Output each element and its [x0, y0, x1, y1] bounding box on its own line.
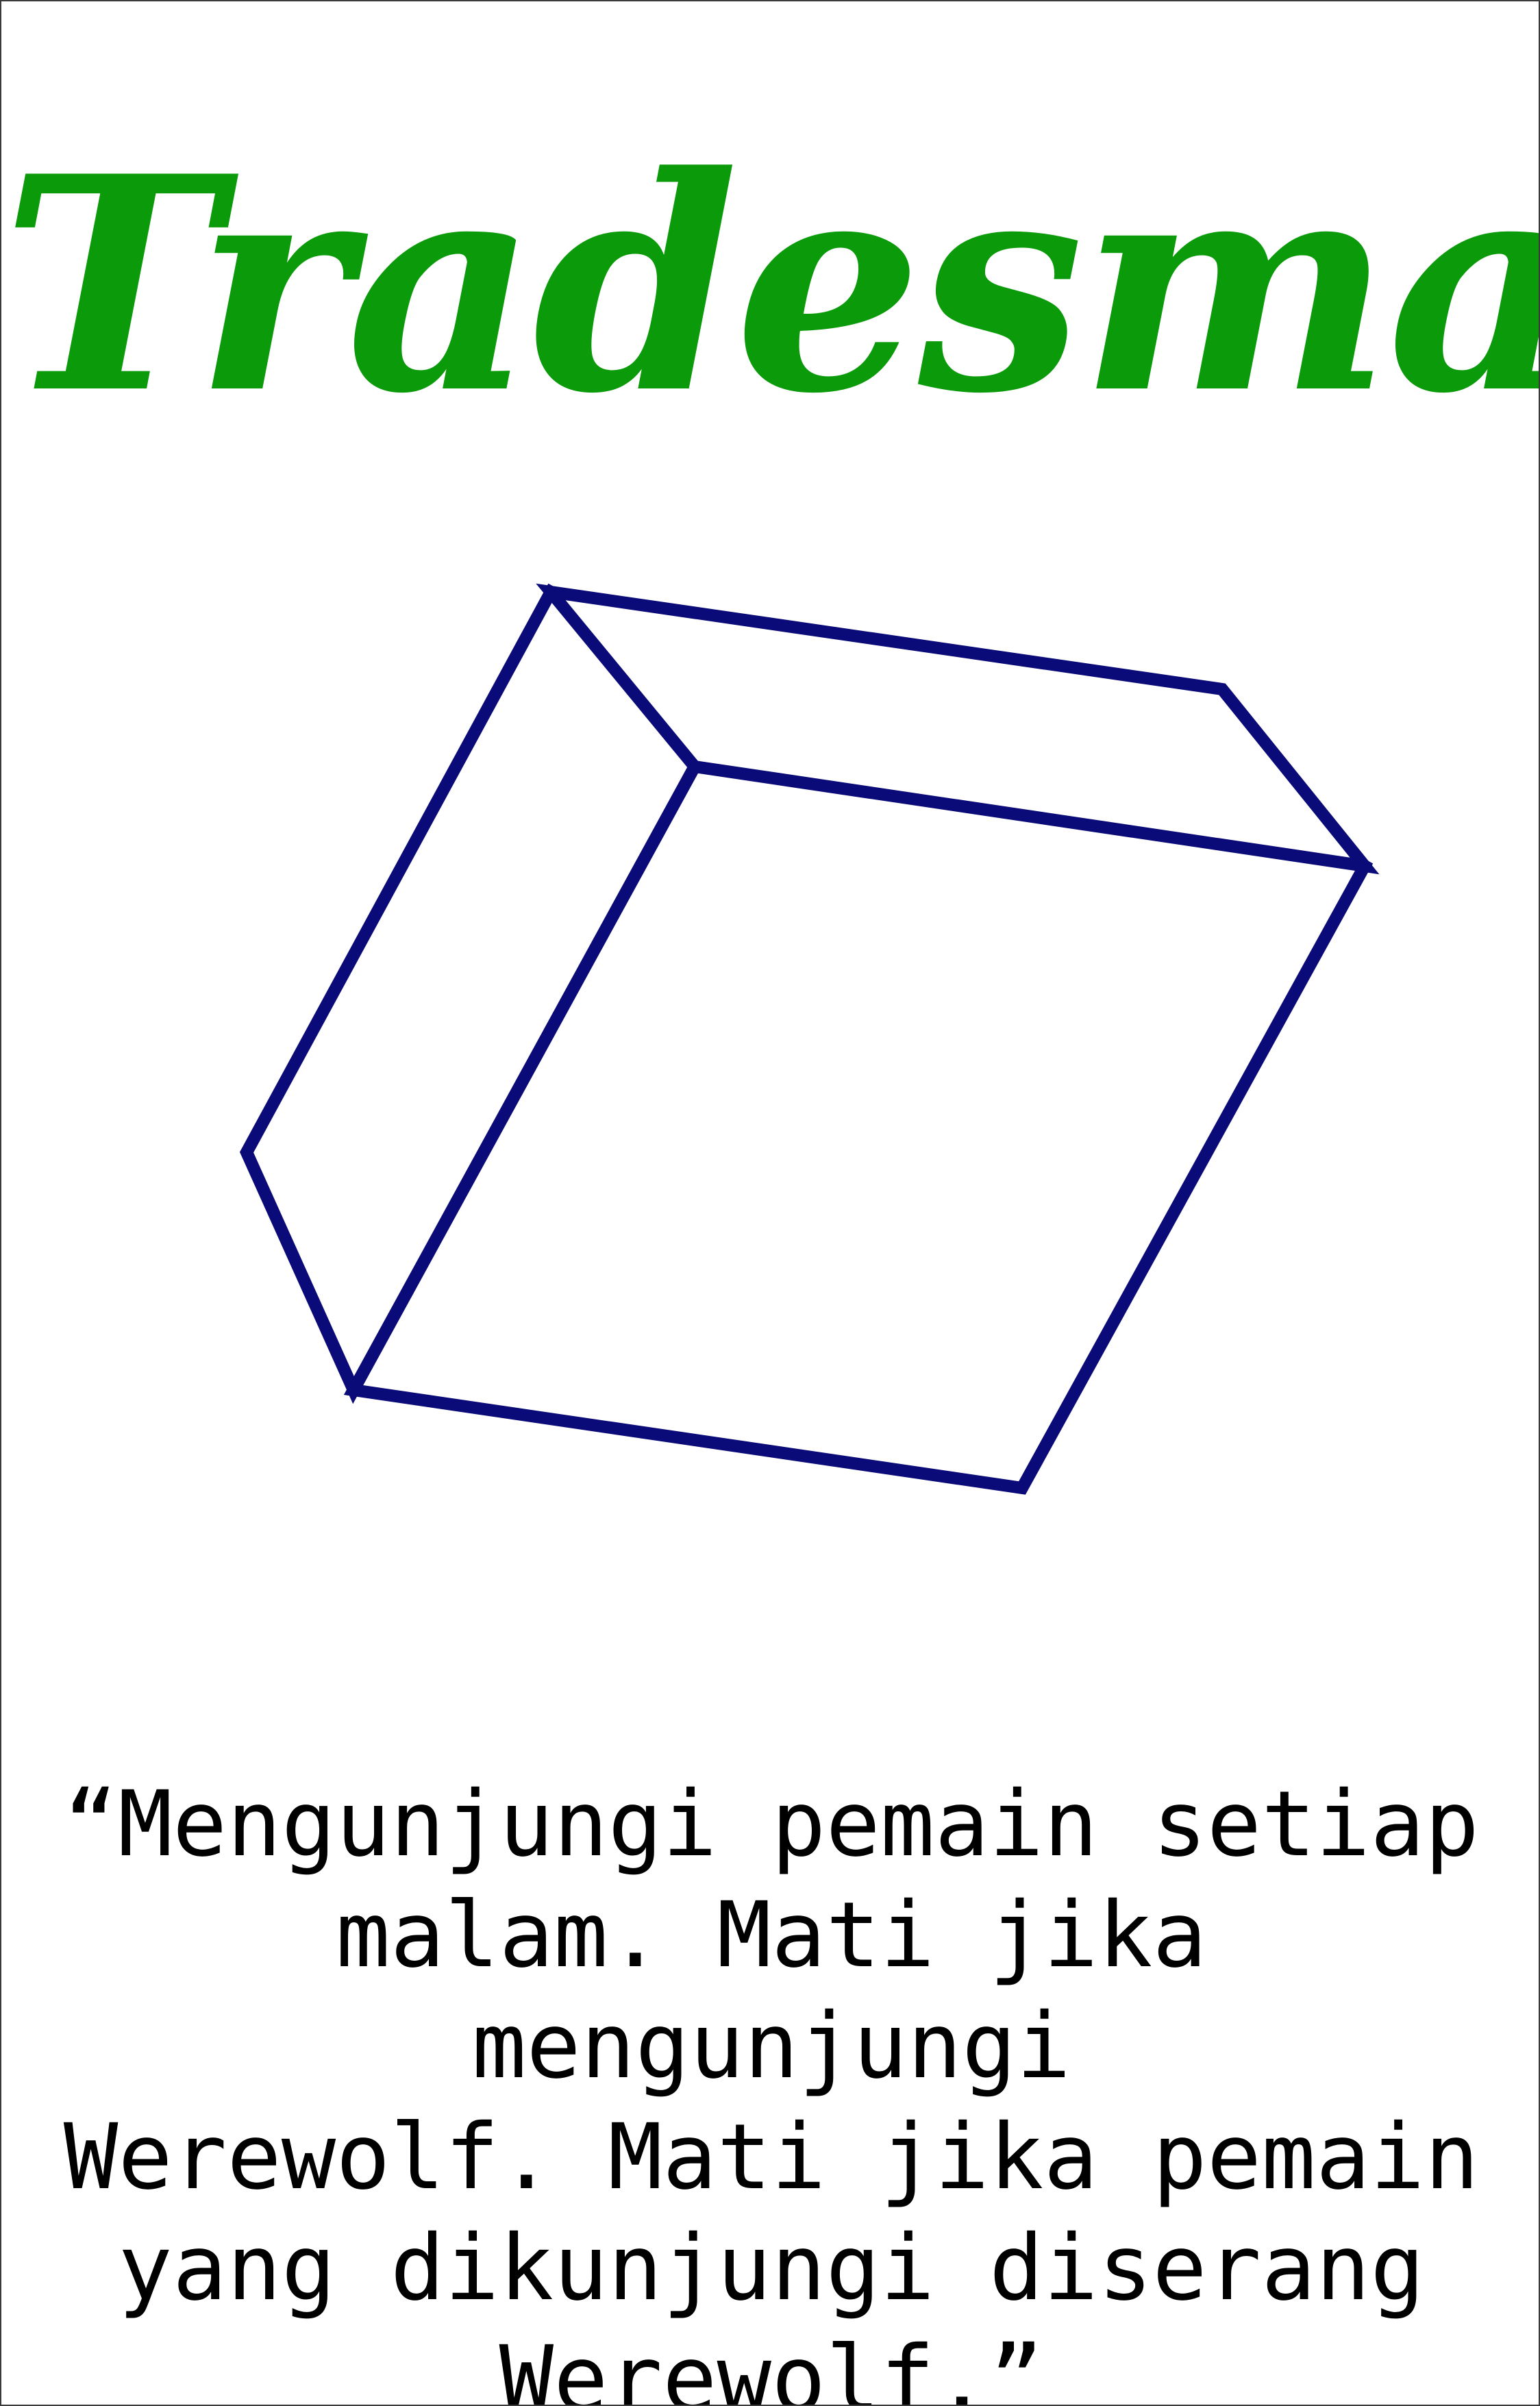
box-top-face — [536, 583, 1380, 875]
box-front-face — [343, 758, 1374, 1495]
card-title: Tradesman — [1, 112, 1539, 458]
card-description: “Mengunjungi pemain setiap malam. Mati j… — [63, 1772, 1480, 2406]
box-left-face — [239, 583, 704, 1404]
